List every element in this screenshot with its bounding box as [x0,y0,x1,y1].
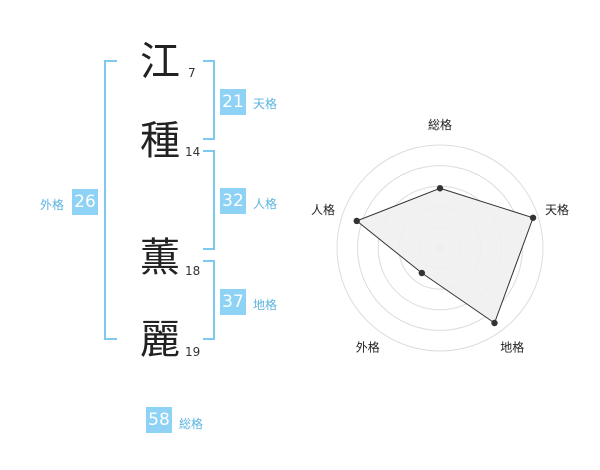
radar-axis-label-2: 天格 [545,202,569,217]
chikaku-label: 地格 [253,298,278,312]
chikaku-value: 37 [220,289,246,315]
soukaku-value: 58 [146,407,172,433]
radar-points [353,185,537,327]
kanji-3: 薫 [140,235,180,281]
gaikaku-label: 外格 [40,198,65,212]
jinkaku-label: 人格 [253,197,278,211]
kanji-3-strokes: 18 [185,264,201,278]
radar-area [355,187,534,324]
radar-ring-5 [336,144,544,352]
kanji-1-strokes: 7 [188,66,196,80]
radar-point-1 [436,185,444,192]
kanji-1: 江 [140,39,180,85]
radar-point-3 [491,319,498,327]
radar-point-2 [529,214,537,221]
radar-axis-label-4: 外格 [356,340,380,355]
radar-point-4 [418,269,426,277]
soukaku-label: 総格 [179,417,204,431]
jinkaku-value: 32 [220,188,246,214]
tenkaku-value: 21 [220,89,246,115]
radar-axis-label-3: 地格 [500,340,524,355]
tenkaku-label: 天格 [253,97,278,111]
kanji-2: 種 [140,118,180,164]
kanji-2-strokes: 14 [185,145,201,159]
radar-point-5 [353,217,360,225]
kanji-4-strokes: 19 [185,345,201,359]
radar-axis-label-5: 人格 [311,202,335,217]
radar-series-area [355,187,534,324]
radar-axis-label-1: 総格 [428,117,452,132]
gaikaku-value: 26 [72,189,98,215]
kanji-4: 麗 [140,317,180,363]
